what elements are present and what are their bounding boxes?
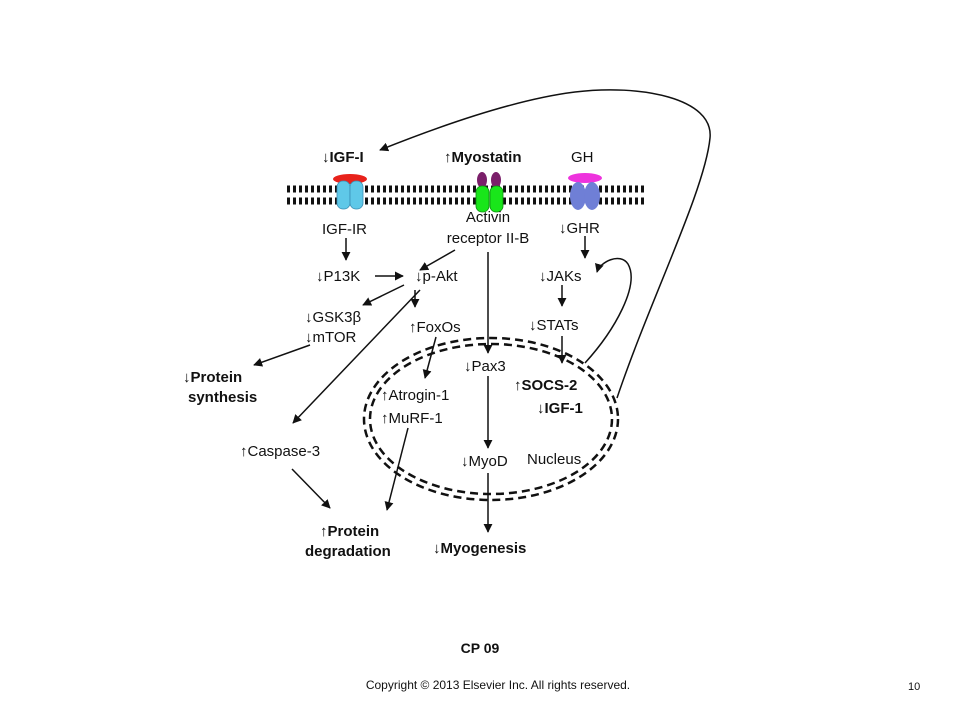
igf-ir-label: IGF-IR	[322, 221, 367, 238]
caspase3-label: ↑Caspase-3	[240, 443, 320, 460]
gh-ligand-shape	[568, 173, 602, 183]
protein-degradation-label-line2: degradation	[305, 543, 391, 560]
activin-receptor-complex	[475, 172, 504, 213]
nucleus-label: Nucleus	[527, 451, 581, 468]
igf-i-ligand-label: ↓IGF-I	[322, 149, 364, 166]
myostatin-ligand-label: ↑Myostatin	[444, 149, 522, 166]
igf-receptor-complex	[333, 174, 367, 210]
caspase3-to-degradation-arrow	[291, 468, 331, 509]
mtor-label: ↓mTOR	[305, 329, 357, 346]
myostatin-ligand-right-shape	[491, 172, 501, 188]
myod-label: ↓MyoD	[461, 453, 508, 470]
pathway-arrows	[253, 89, 711, 533]
igf-receptor-right-shape	[349, 180, 364, 210]
murf1-to-degradation-arrow	[384, 427, 409, 511]
ghr-label: ↓GHR	[559, 220, 600, 237]
copyright-notice: Copyright © 2013 Elsevier Inc. All right…	[365, 678, 631, 692]
gh-receptor-complex	[568, 173, 602, 210]
gh-receptor-right-shape	[584, 182, 600, 210]
gh-receptor-left-shape	[570, 182, 586, 210]
gh-ligand-label: GH	[571, 149, 594, 166]
activin-receptor-label-line2: receptor II-B	[447, 230, 530, 247]
activin-to-pakt-arrow	[419, 249, 456, 271]
protein-synthesis-label-line2: synthesis	[188, 389, 257, 406]
protein-synthesis-label-line1: ↓Protein	[183, 369, 242, 386]
pakt-to-caspase3-arrow	[292, 289, 421, 424]
myostatin-ligand-left-shape	[477, 172, 487, 188]
activin-receptor-right-shape	[489, 185, 504, 213]
stats-label: ↓STATs	[529, 317, 578, 334]
protein-degradation-label-line1: ↑Protein	[320, 523, 379, 540]
igf-ligand-shape	[333, 174, 367, 184]
feedback-arrow-to-igf	[379, 89, 711, 399]
pax3-label: ↓Pax3	[464, 358, 506, 375]
p-akt-label: ↓p-Akt	[415, 268, 458, 285]
myogenesis-label: ↓Myogenesis	[433, 540, 526, 557]
igf-receptor-left-shape	[336, 180, 351, 210]
slide-label: CP 09	[460, 640, 500, 656]
activin-receptor-label-line1: Activin	[466, 209, 510, 226]
igf1-nuclear-label: ↓IGF-1	[537, 400, 583, 417]
activin-receptor-left-shape	[475, 185, 490, 213]
foxos-label: ↑FoxOs	[409, 319, 461, 336]
page-number: 10	[908, 681, 921, 693]
mtor-to-protein-synthesis-arrow	[253, 344, 311, 367]
pakt-to-gsk3b-arrow	[362, 284, 405, 306]
socs2-label: ↑SOCS-2	[514, 377, 577, 394]
jaks-label: ↓JAKs	[539, 268, 582, 285]
gsk3b-label: ↓GSK3β	[305, 309, 362, 326]
atrogin1-label: ↑Atrogin-1	[381, 387, 449, 404]
foxos-to-atrogin1-arrow	[422, 336, 437, 379]
p13k-label: ↓P13K	[316, 268, 360, 285]
nucleus-envelope	[362, 336, 620, 502]
socs2-to-jaks-arrow	[584, 257, 632, 364]
murf1-label: ↑MuRF-1	[381, 410, 443, 427]
pathway-labels: ↓IGF-I ↑Myostatin GH IGF-IR Activin rece…	[183, 149, 600, 560]
